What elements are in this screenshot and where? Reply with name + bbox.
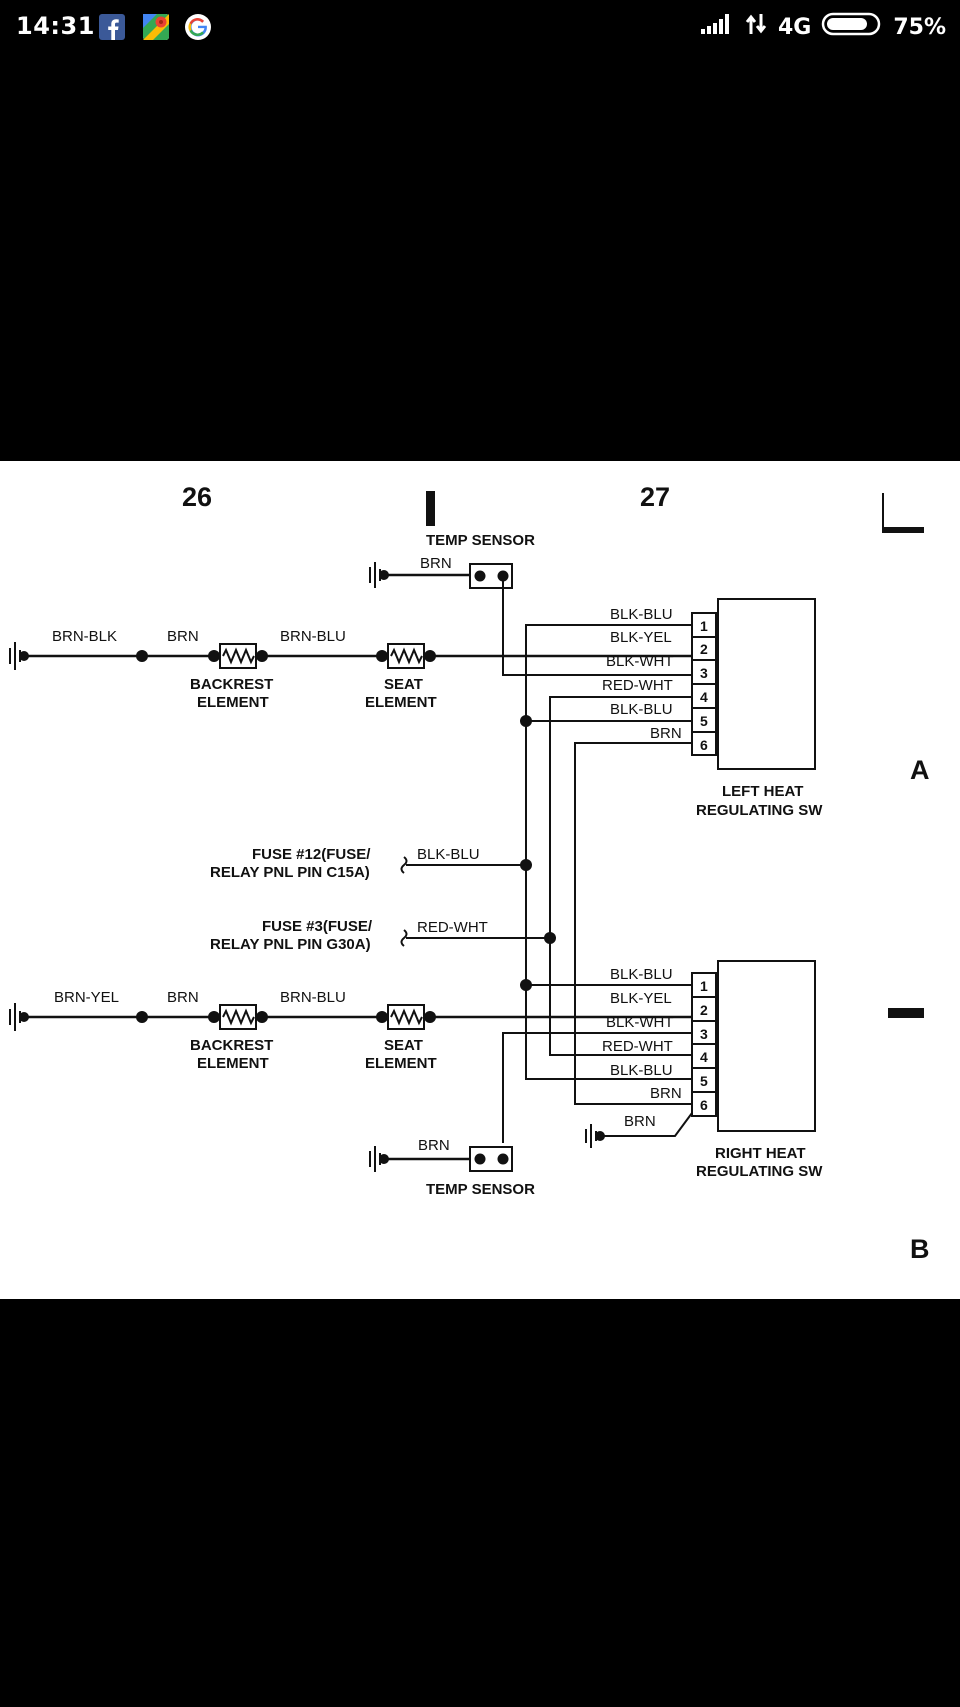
left-wire-1: BLK-BLU bbox=[610, 606, 673, 623]
top-temp-sensor: TEMP SENSOR BRN bbox=[369, 532, 692, 676]
status-bar: 14:31 bbox=[0, 0, 960, 56]
left-switch-title-2: REGULATING SW bbox=[696, 802, 823, 819]
wiring-diagram-image[interactable]: 26 27 A B TEMP SENSOR BRN BRN-BLK BRN BR… bbox=[0, 461, 960, 1299]
right-wire-1: BLK-BLU bbox=[610, 966, 673, 983]
page-divider-mark bbox=[426, 491, 435, 526]
fuse-12-line-1: FUSE #12(FUSE/ bbox=[252, 846, 371, 863]
right-wire-4: RED-WHT bbox=[602, 1038, 673, 1055]
top-wire-mid: BRN bbox=[167, 628, 199, 645]
fuse-12-wire: BLK-BLU bbox=[417, 846, 480, 863]
right-wire-6: BRN bbox=[650, 1085, 682, 1102]
right-switch-body bbox=[717, 960, 816, 1132]
left-wire-6: BRN bbox=[650, 725, 682, 742]
left-wire-4: RED-WHT bbox=[602, 677, 673, 694]
right-pin-1: 1 bbox=[700, 978, 708, 994]
left-pin-6: 6 bbox=[700, 737, 708, 753]
left-wire-5: BLK-BLU bbox=[610, 701, 673, 718]
bottom-backrest-label-1: BACKREST bbox=[190, 1037, 273, 1054]
data-transfer-icon bbox=[744, 12, 768, 42]
maps-icon bbox=[143, 14, 169, 40]
left-pin-5: 5 bbox=[700, 713, 708, 729]
facebook-icon bbox=[99, 14, 125, 40]
fuse-3-line-2: RELAY PNL PIN G30A) bbox=[210, 936, 371, 953]
right-pin-4: 4 bbox=[700, 1049, 708, 1065]
bottom-wire-ground: BRN-YEL bbox=[54, 989, 119, 1006]
section-label-a: A bbox=[910, 755, 930, 785]
fuse-3-feed: FUSE #3(FUSE/ RELAY PNL PIN G30A) RED-WH… bbox=[210, 918, 550, 953]
top-seat-circuit: BRN-BLK BRN BRN-BLU BACKREST ELEMENT SEA… bbox=[9, 628, 692, 711]
fuse-3-line-1: FUSE #3(FUSE/ bbox=[262, 918, 373, 935]
bus-wiring bbox=[520, 624, 692, 1105]
right-switch-title-1: RIGHT HEAT bbox=[715, 1145, 806, 1162]
signal-icon bbox=[700, 13, 734, 41]
left-wire-3: BLK-WHT bbox=[606, 653, 674, 670]
left-switch-title-1: LEFT HEAT bbox=[722, 783, 803, 800]
fuse-12-line-2: RELAY PNL PIN C15A) bbox=[210, 864, 370, 881]
top-temp-sensor-label: TEMP SENSOR bbox=[426, 532, 535, 549]
fuse-3-wire: RED-WHT bbox=[417, 919, 488, 936]
top-wire-between: BRN-BLU bbox=[280, 628, 346, 645]
left-pin-1: 1 bbox=[700, 618, 708, 634]
top-temp-sensor-wire: BRN bbox=[420, 555, 452, 572]
edge-mark bbox=[888, 1008, 924, 1018]
left-wire-2: BLK-YEL bbox=[610, 629, 672, 646]
right-pin-6: 6 bbox=[700, 1097, 708, 1113]
bottom-backrest-label-2: ELEMENT bbox=[197, 1055, 269, 1072]
right-switch-title-2: REGULATING SW bbox=[696, 1163, 823, 1180]
bottom-temp-sensor-wire: BRN bbox=[418, 1137, 450, 1154]
bottom-temp-sensor: BRN TEMP SENSOR bbox=[369, 1032, 692, 1198]
right-wire-5: BLK-BLU bbox=[610, 1062, 673, 1079]
bottom-temp-sensor-label: TEMP SENSOR bbox=[426, 1181, 535, 1198]
bottom-seat-label-1: SEAT bbox=[384, 1037, 423, 1054]
status-time: 14:31 bbox=[16, 12, 95, 40]
google-icon bbox=[185, 14, 211, 40]
bottom-seat-label-2: ELEMENT bbox=[365, 1055, 437, 1072]
bottom-wire-mid: BRN bbox=[167, 989, 199, 1006]
bottom-seat-circuit: BRN-YEL BRN BRN-BLU BACKREST ELEMENT SEA… bbox=[9, 989, 692, 1072]
left-pin-2: 2 bbox=[700, 641, 708, 657]
fuse-12-feed: FUSE #12(FUSE/ RELAY PNL PIN C15A) BLK-B… bbox=[210, 846, 526, 881]
left-pin-4: 4 bbox=[700, 689, 708, 705]
section-label-b: B bbox=[910, 1234, 930, 1264]
top-backrest-label-2: ELEMENT bbox=[197, 694, 269, 711]
page-number-left: 26 bbox=[182, 482, 212, 512]
top-seat-label-2: ELEMENT bbox=[365, 694, 437, 711]
status-icons: 4G 75% bbox=[700, 12, 946, 42]
right-wire-3: BLK-WHT bbox=[606, 1014, 674, 1031]
battery-icon bbox=[821, 12, 883, 42]
page-number-right: 27 bbox=[640, 482, 670, 512]
right-pin-2: 2 bbox=[700, 1002, 708, 1018]
right-wire-2: BLK-YEL bbox=[610, 990, 672, 1007]
right-heat-regulating-switch: 1 2 3 4 5 6 BLK-BLU BLK-YEL BLK-WHT RED-… bbox=[585, 960, 823, 1180]
corner-mark bbox=[882, 493, 924, 533]
left-switch-body bbox=[717, 598, 816, 770]
top-backrest-label-1: BACKREST bbox=[190, 676, 273, 693]
battery-percent: 75% bbox=[893, 14, 946, 40]
right-ground-wire: BRN bbox=[624, 1113, 656, 1130]
bottom-wire-between: BRN-BLU bbox=[280, 989, 346, 1006]
wiring-diagram: 26 27 A B TEMP SENSOR BRN BRN-BLK BRN BR… bbox=[9, 482, 930, 1264]
right-pin-3: 3 bbox=[700, 1026, 708, 1042]
network-type: 4G bbox=[777, 14, 812, 40]
top-wire-ground: BRN-BLK bbox=[52, 628, 117, 645]
left-heat-regulating-switch: 1 2 3 4 5 6 BLK-BLU BLK-YEL BLK-WHT RED-… bbox=[602, 598, 823, 819]
right-pin-5: 5 bbox=[700, 1073, 708, 1089]
top-seat-label-1: SEAT bbox=[384, 676, 423, 693]
left-pin-3: 3 bbox=[700, 665, 708, 681]
